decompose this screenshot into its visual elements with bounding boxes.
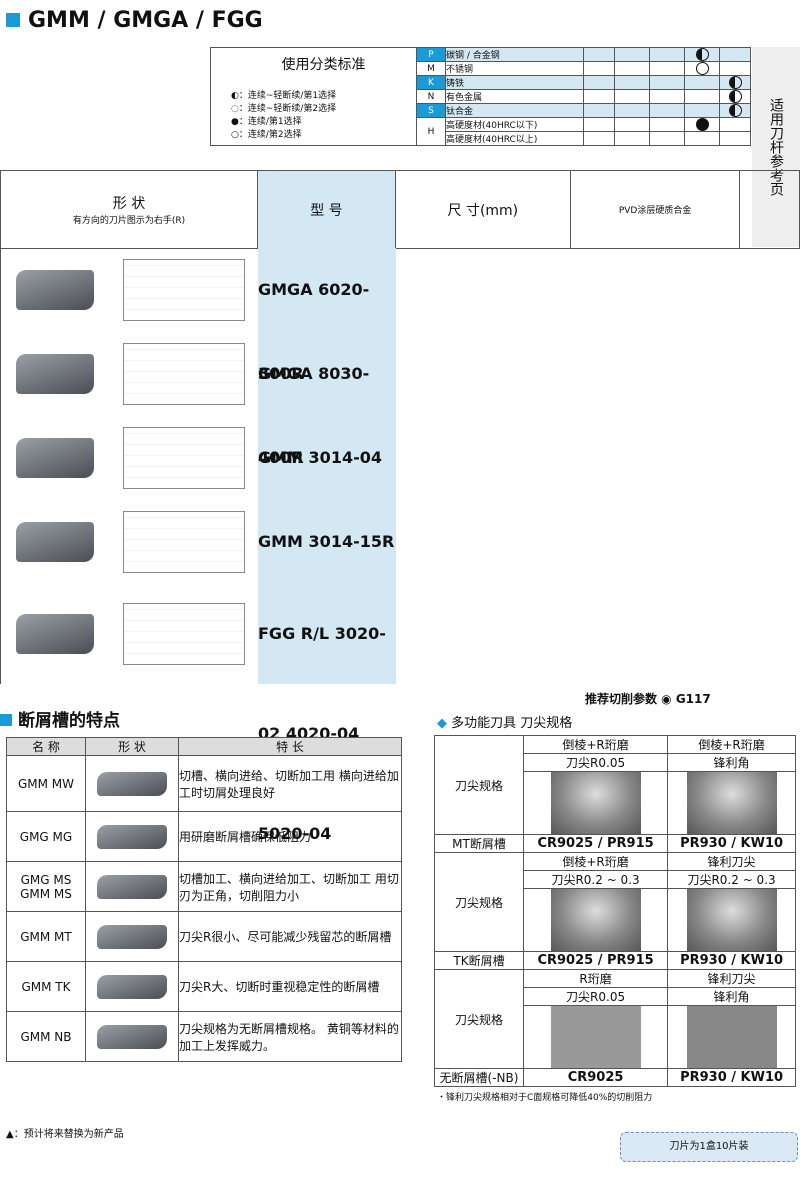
pack-note: 刀片为1盒10片装 (620, 1132, 798, 1162)
bottom-note: ▲：预计将来替换为新产品 (6, 1129, 124, 1140)
multi-note: ・锋利刀尖规格相对于C面规格可降低40%的切削阻力 (437, 1093, 653, 1103)
classification-table: 使用分类标准 ◐：连续~轻断续/第1选择◌：连续~轻断续/第2选择●：连续/第1… (210, 47, 751, 146)
product-rows: GMGA 6020-300R GMGA 8030-400R GMM 3014-0… (0, 248, 750, 843)
main-table: 形 状有方向的刀片图示为右手(R) 型 号 尺 寸(mm) PVD涂层硬质合金 (0, 170, 800, 249)
page-title: GMM / GMGA / FGG (6, 8, 263, 33)
chipbreaker-title: 断屑槽的特点 (0, 706, 120, 731)
footer-reference: 推荐切削参数 ◉ G117 (585, 692, 711, 706)
multi-title: ◆ 多功能刀具 刀尖规格 (437, 716, 573, 731)
